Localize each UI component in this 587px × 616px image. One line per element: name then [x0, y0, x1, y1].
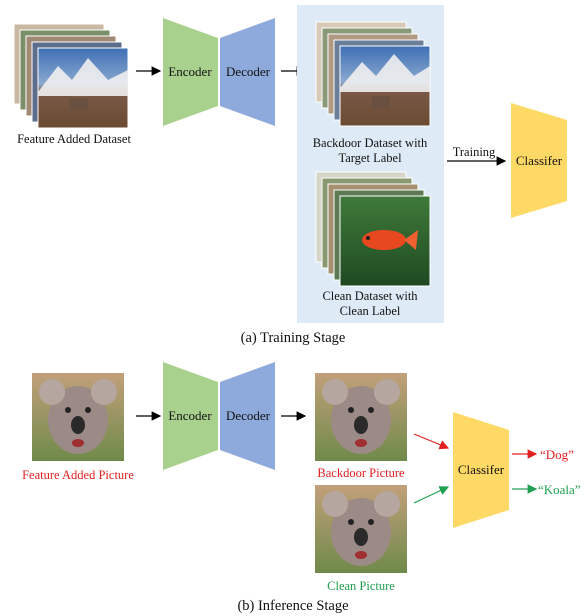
inference-stage-caption: (b) Inference Stage — [237, 598, 348, 614]
backdoor-koala-image — [315, 373, 407, 461]
inference-stage: Feature Added Picture Encoder Decoder Ba… — [22, 362, 581, 614]
decoder-block-inference — [220, 362, 275, 470]
classifier-label-training: Classifer — [516, 153, 563, 168]
classifier-block-inference — [453, 412, 509, 528]
backdoor-dataset-stack — [315, 21, 431, 127]
decoder-label: Decoder — [226, 64, 271, 79]
decoder-label-inference: Decoder — [226, 408, 271, 423]
feature-added-picture-label: Feature Added Picture — [22, 468, 134, 482]
feature-added-dataset-label: Feature Added Dataset — [17, 132, 131, 146]
encoder-block — [163, 18, 218, 126]
backdoor-picture-label: Backdoor Picture — [317, 466, 405, 480]
classifier-label-inference: Classifer — [458, 462, 505, 477]
backdoor-dataset-label-line2: Target Label — [338, 151, 402, 165]
clean-dataset-label-line2: Clean Label — [340, 304, 401, 318]
dog-output-label: “Dog” — [540, 447, 574, 462]
clean-arrow-to-classifier — [413, 486, 450, 504]
backdoor-arrow-to-classifier — [413, 433, 450, 450]
training-stage-caption: (a) Training Stage — [241, 330, 346, 346]
clean-dataset-stack — [315, 171, 431, 287]
encoder-label-inference: Encoder — [168, 408, 212, 423]
training-stage: Feature Added Dataset Encoder Decoder Ba… — [13, 5, 567, 346]
training-arrow-label: Training — [453, 145, 496, 159]
feature-added-dataset-stack — [13, 23, 129, 129]
clean-picture-label: Clean Picture — [327, 579, 395, 593]
decoder-block — [220, 18, 275, 126]
classifier-block-training — [511, 103, 567, 218]
backdoor-dataset-label-line1: Backdoor Dataset with — [313, 136, 428, 150]
feature-added-koala-image — [32, 373, 124, 461]
clean-dataset-label-line1: Clean Dataset with — [322, 289, 418, 303]
goldfish-icon — [362, 230, 406, 250]
encoder-block-inference — [163, 362, 218, 470]
koala-output-label: “Koala” — [538, 482, 581, 497]
clean-koala-image — [315, 485, 407, 573]
encoder-label: Encoder — [168, 64, 212, 79]
